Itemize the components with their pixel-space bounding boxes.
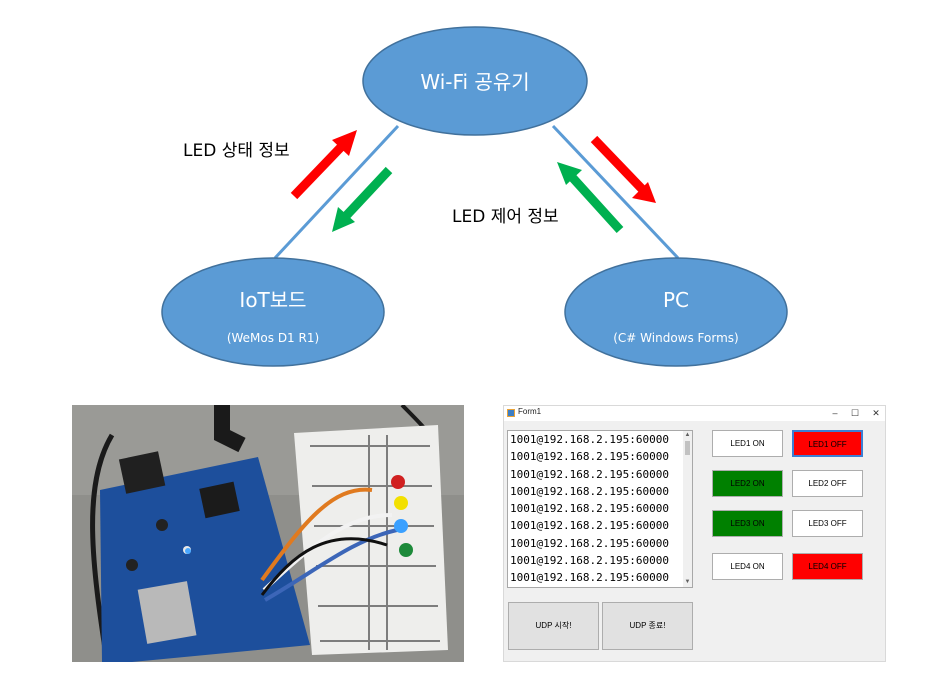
led4-off-button[interactable]: LED4 OFF: [792, 553, 863, 580]
hardware-photo: [72, 405, 464, 662]
led1-on-button[interactable]: LED1 ON: [712, 430, 783, 457]
list-item[interactable]: 1001@192.168.2.195:60000: [510, 554, 669, 568]
arrow-green-down-left: [332, 166, 393, 232]
udp-stop-button[interactable]: UDP 종료!: [602, 602, 693, 650]
pc-title: PC: [663, 288, 689, 312]
arrow-red-down-right: [590, 135, 656, 203]
led4-on-button[interactable]: LED4 ON: [712, 553, 783, 580]
list-item[interactable]: 1001@192.168.2.195:60000: [510, 571, 669, 585]
led3-off-button[interactable]: LED3 OFF: [792, 510, 863, 537]
led3-on-button[interactable]: LED3 ON: [712, 510, 783, 537]
maximize-button[interactable]: ☐: [850, 408, 860, 418]
form-title: Form1: [518, 407, 542, 416]
minimize-button[interactable]: –: [832, 408, 838, 418]
listbox-scrollbar[interactable]: ▲ ▼: [683, 431, 692, 587]
router-title: Wi-Fi 공유기: [420, 70, 529, 94]
list-item[interactable]: 1001@192.168.2.195:60000: [510, 536, 669, 550]
node-iot: IoT보드 (WeMos D1 R1): [161, 257, 385, 367]
scroll-down-icon[interactable]: ▼: [684, 579, 691, 585]
node-router: Wi-Fi 공유기: [362, 26, 588, 136]
list-item[interactable]: 1001@192.168.2.195:60000: [510, 519, 669, 533]
received-messages-listbox[interactable]: 1001@192.168.2.195:60000 1001@192.168.2.1…: [507, 430, 693, 588]
label-led-status: LED 상태 정보: [183, 141, 290, 161]
udp-start-button[interactable]: UDP 시작!: [508, 602, 599, 650]
iot-subtitle: (WeMos D1 R1): [227, 331, 319, 345]
scroll-thumb[interactable]: [685, 441, 690, 455]
iot-title: IoT보드: [239, 288, 306, 312]
scroll-up-icon[interactable]: ▲: [684, 432, 691, 438]
led2-off-button[interactable]: LED2 OFF: [792, 470, 863, 497]
list-items: 1001@192.168.2.195:60000 1001@192.168.2.1…: [508, 431, 692, 587]
network-diagram: Wi-Fi 공유기 IoT보드 (WeMos D1 R1) PC (C# Win…: [161, 26, 788, 367]
list-item[interactable]: 1001@192.168.2.195:60000: [510, 484, 669, 498]
close-button[interactable]: ✕: [872, 408, 880, 418]
led2-on-button[interactable]: LED2 ON: [712, 470, 783, 497]
title-bar: Form1 – ☐ ✕: [504, 406, 885, 421]
list-item[interactable]: 1001@192.168.2.195:60000: [510, 502, 669, 516]
node-pc: PC (C# Windows Forms): [564, 257, 788, 367]
list-item[interactable]: 1001@192.168.2.195:60000: [510, 450, 669, 464]
list-item[interactable]: 1001@192.168.2.195:60000: [510, 433, 669, 446]
list-item[interactable]: 1001@192.168.2.195:60000: [510, 467, 669, 481]
arrow-green-up-right: [557, 162, 624, 234]
led1-off-button[interactable]: LED1 OFF: [792, 430, 863, 457]
link-router-iot: [273, 124, 400, 260]
form-app-icon: [507, 409, 515, 417]
pc-subtitle: (C# Windows Forms): [613, 331, 738, 345]
link-router-pc: [551, 124, 680, 260]
label-led-control: LED 제어 정보: [452, 207, 559, 227]
arrow-red-up-left: [290, 130, 357, 200]
